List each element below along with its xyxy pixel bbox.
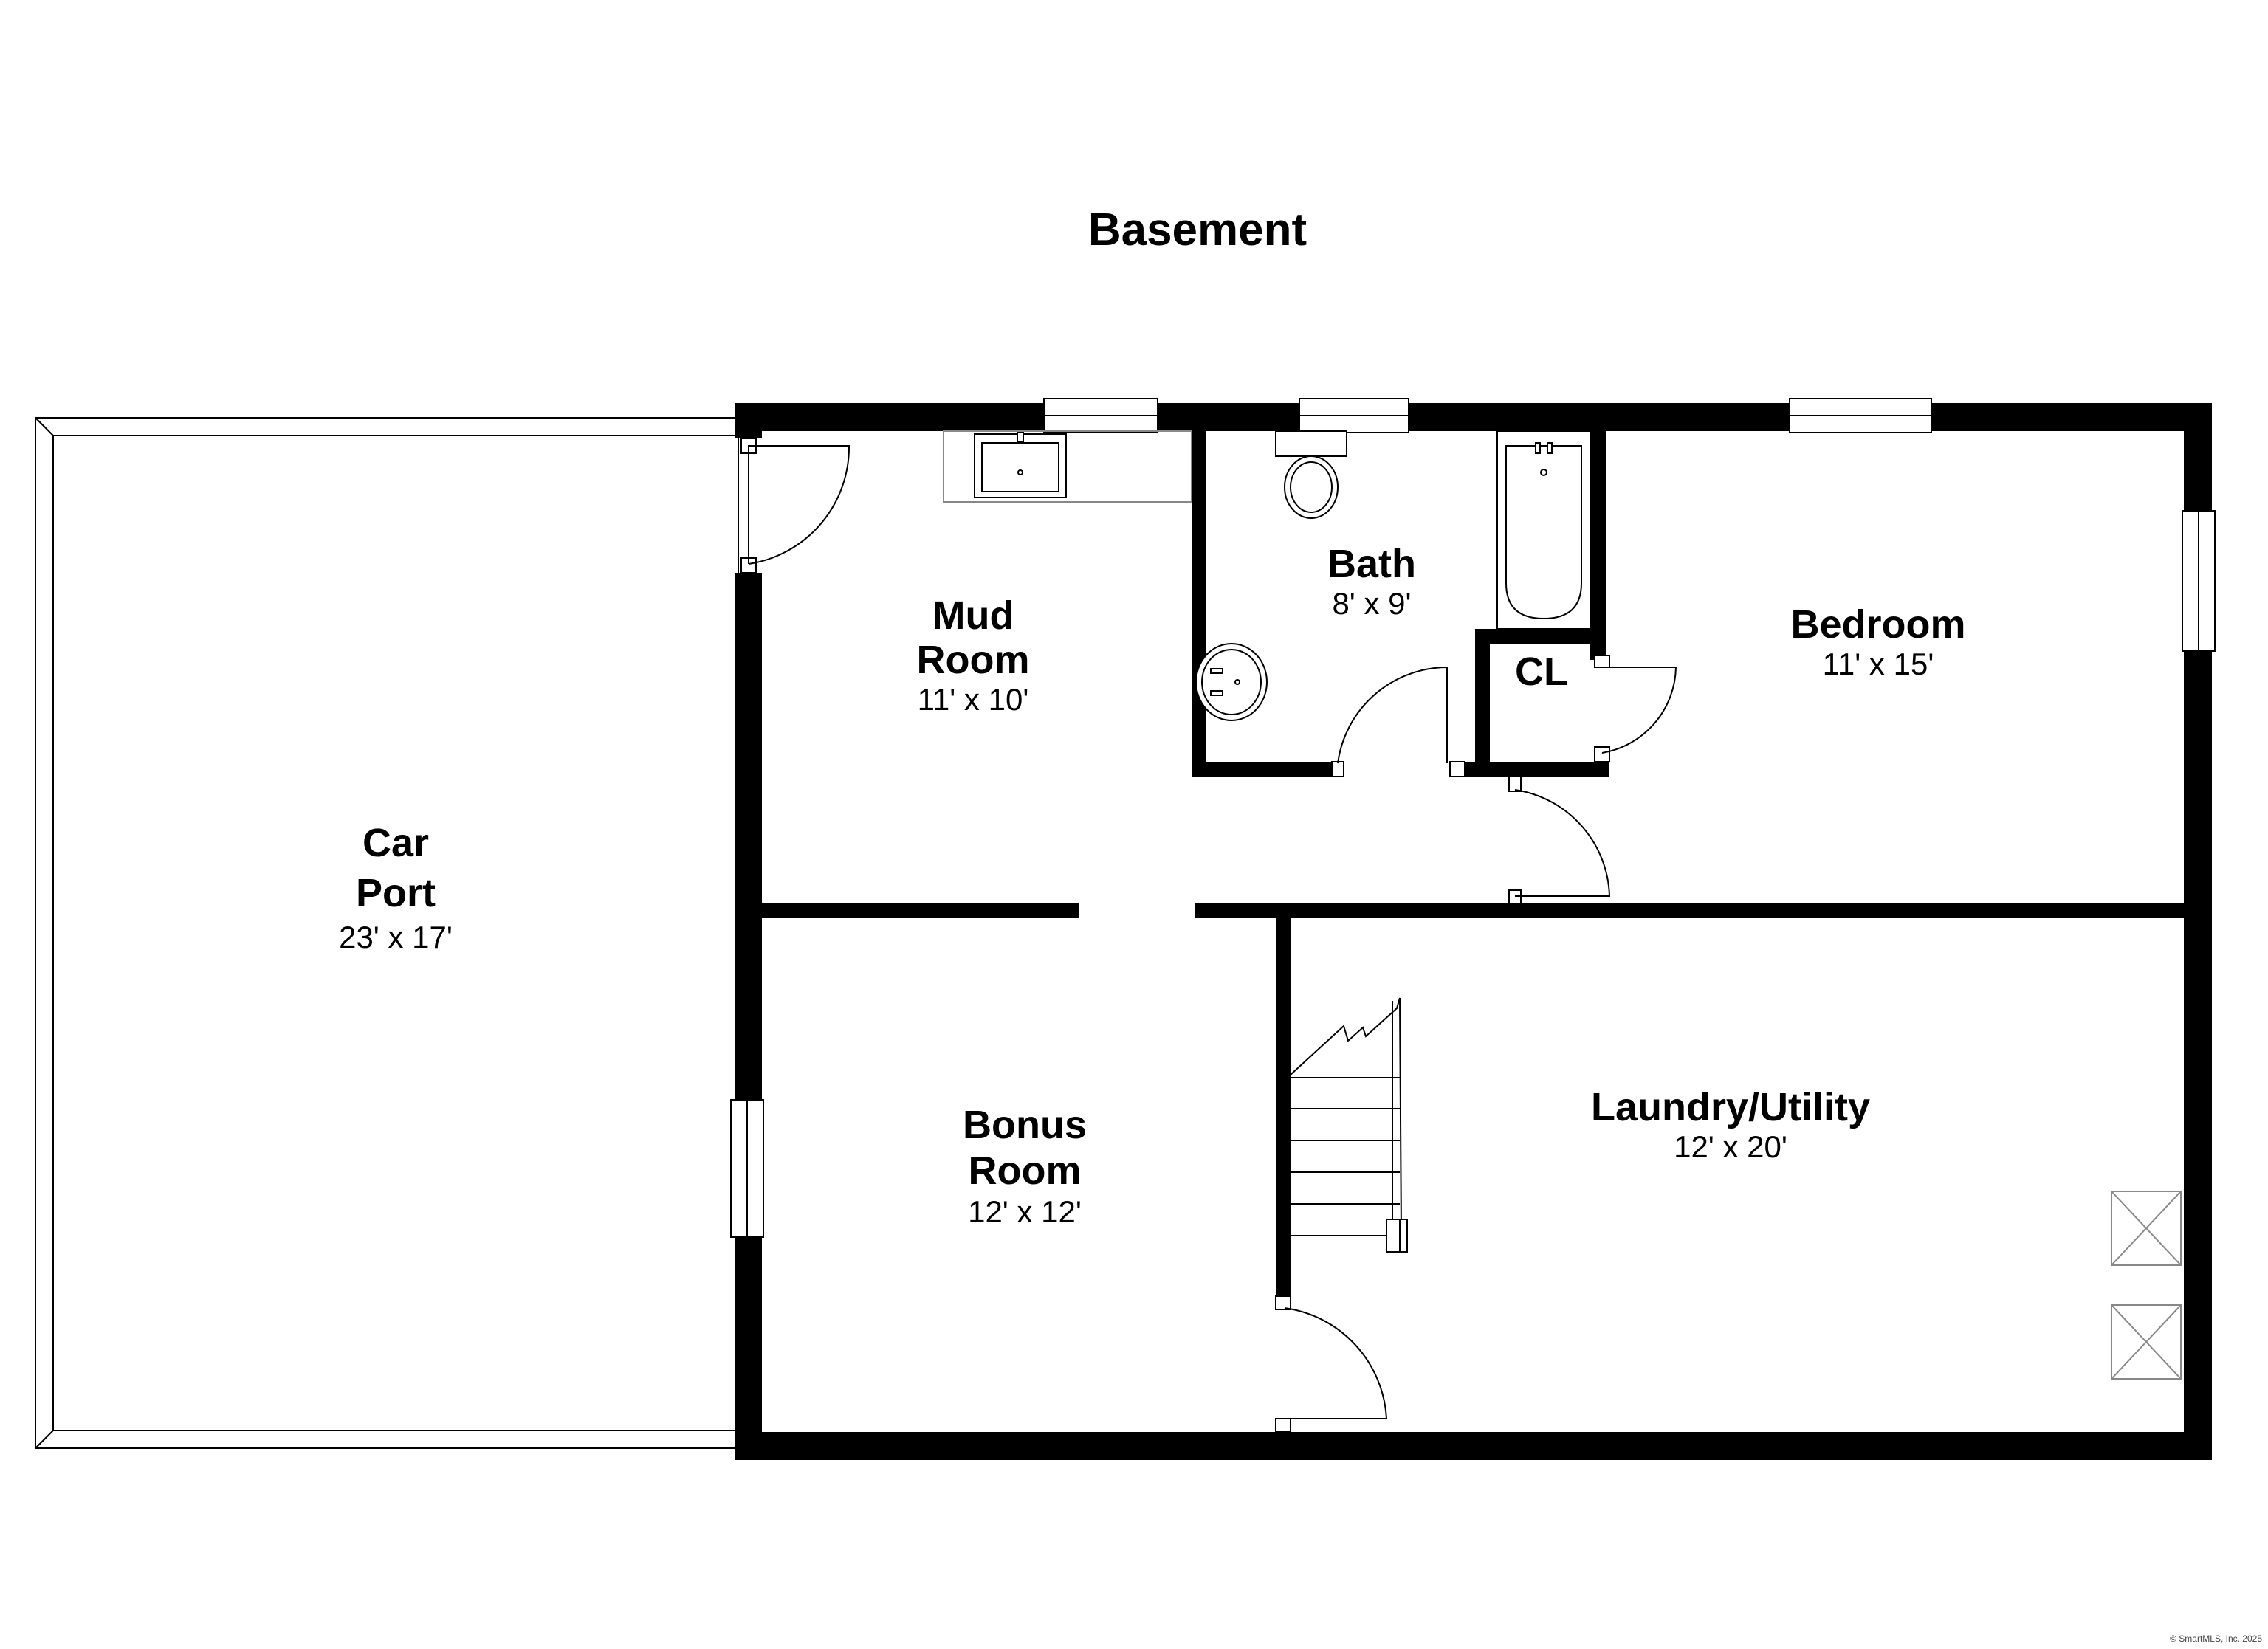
mud-room-name-line2: Room (917, 638, 1030, 682)
room-laundry-utility: Laundry/Utility 12' x 20' (1591, 1085, 1870, 1164)
bonus-room-name-line2: Room (969, 1149, 1082, 1193)
car-port-name-line2: Port (356, 871, 436, 915)
room-bath: Bath 8' x 9' (1327, 542, 1416, 621)
room-closet: CL (1515, 650, 1568, 694)
bedroom-name: Bedroom (1790, 602, 1965, 647)
doors (740, 438, 1677, 1433)
laundry-utility-dims: 12' x 20' (1674, 1129, 1787, 1164)
car-port-name-line1: Car (362, 821, 429, 865)
staircase (1290, 997, 1408, 1253)
room-bonus-room: Bonus Room 12' x 12' (963, 1103, 1087, 1229)
mud-room-name-line1: Mud (932, 593, 1014, 638)
utility-appliances (2111, 1191, 2182, 1380)
windows (730, 398, 2216, 1238)
copyright-notice: © SmartMLS, Inc. 2025 (2170, 1633, 2262, 1644)
car-port-dims: 23' x 17' (339, 920, 453, 954)
laundry-utility-name: Laundry/Utility (1591, 1085, 1870, 1129)
floor-title: Basement (1088, 204, 1307, 255)
closet-name: CL (1515, 650, 1568, 694)
bath-name: Bath (1327, 542, 1416, 586)
bonus-room-name-line1: Bonus (963, 1103, 1087, 1147)
room-car-port: Car Port 23' x 17' (339, 821, 453, 954)
bath-dims: 8' x 9' (1332, 586, 1411, 621)
plumbing-fixtures (943, 430, 1591, 721)
room-bedroom: Bedroom 11' x 15' (1790, 602, 1965, 681)
room-mud-room: Mud Room 11' x 10' (917, 593, 1030, 717)
mud-room-dims: 11' x 10' (918, 682, 1029, 717)
bedroom-dims: 11' x 15' (1823, 647, 1934, 681)
bonus-room-dims: 12' x 12' (968, 1194, 1082, 1229)
exterior-walls (735, 403, 2212, 1460)
